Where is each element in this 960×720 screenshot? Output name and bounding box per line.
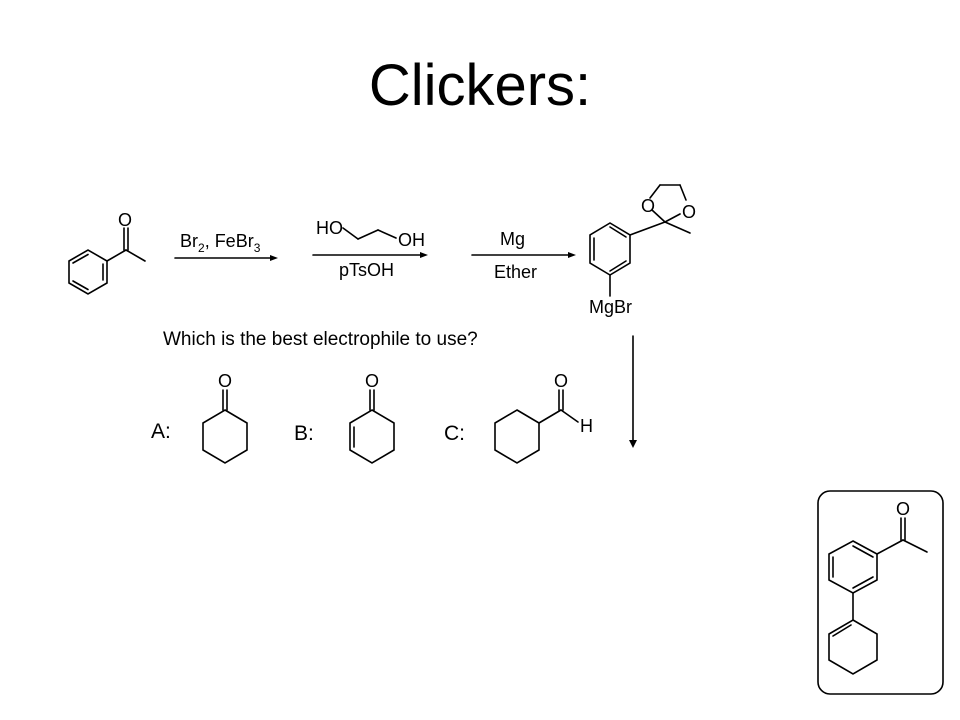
grignard-acetal-structure xyxy=(589,184,691,297)
step1-reagents: Br2, FeBr3 xyxy=(180,231,261,255)
choice-c-hydrogen: H xyxy=(580,416,593,436)
mgbr-label: MgBr xyxy=(589,297,632,317)
reagent-ho: HO xyxy=(316,218,343,238)
slide-title: Clickers: xyxy=(368,53,592,118)
acetophenone-oxygen: O xyxy=(118,210,132,230)
reagent-mg: Mg xyxy=(500,229,525,249)
ethylene-glycol-structure xyxy=(342,227,397,240)
choice-b-label: B: xyxy=(294,422,314,445)
cyclohexanone-structure xyxy=(202,389,248,464)
acetal-oxygen-right: O xyxy=(682,202,696,222)
answer-oxygen: O xyxy=(896,499,910,519)
acetophenone-structure xyxy=(68,227,146,295)
cyclohexenone-structure xyxy=(349,389,395,464)
choice-a-oxygen: O xyxy=(218,371,232,391)
choice-c-oxygen: O xyxy=(554,371,568,391)
reagent-ptsoh: pTsOH xyxy=(339,260,394,280)
answer-structure xyxy=(828,517,928,675)
choice-a-label: A: xyxy=(151,420,171,443)
reagent-ether: Ether xyxy=(494,262,537,282)
answer-box xyxy=(817,490,944,695)
reagent-oh: OH xyxy=(398,230,425,250)
question-text: Which is the best electrophile to use? xyxy=(163,329,478,350)
cyclohexanecarbaldehyde-structure xyxy=(494,389,579,464)
choice-b-oxygen: O xyxy=(365,371,379,391)
acetal-oxygen-left: O xyxy=(641,196,655,216)
choice-c-label: C: xyxy=(444,422,465,445)
